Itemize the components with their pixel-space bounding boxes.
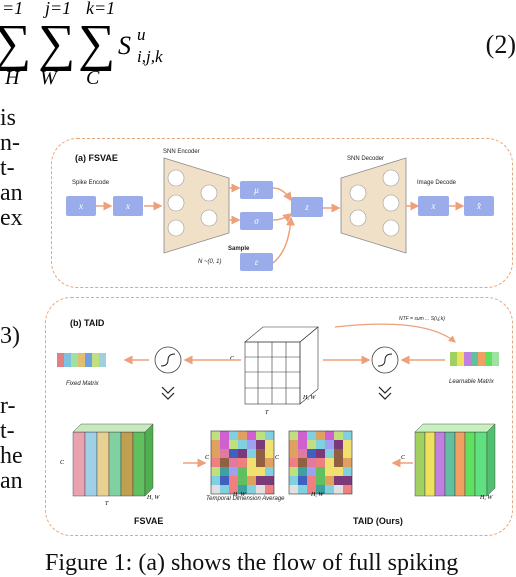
box-mu: μ — [240, 181, 273, 199]
down-chevron-icon — [378, 386, 392, 400]
down-chevron-icon — [161, 386, 175, 400]
figure-caption: Figure 1: (a) shows the flow of full spi… — [45, 550, 459, 576]
fixed-matrix-label: Fixed Matrix — [66, 381, 99, 387]
text-fragment: an — [0, 468, 23, 494]
svg-text:∑: ∑ — [78, 15, 115, 72]
taid-tensor — [414, 423, 496, 497]
text-fragment: he — [0, 443, 23, 469]
learnable-matrix-label: Learnable Matrix — [449, 379, 494, 385]
eq-sub: i,j,k — [137, 47, 163, 66]
ntf-formula: NTF = sum ... S(i,j,k) — [399, 316, 445, 322]
panel-a-title: (a) FSVAE — [75, 153, 118, 163]
normal-dist-label: N ~(0, 1) — [198, 259, 222, 265]
text-fragment: ex — [0, 205, 23, 231]
image-decode-label: Image Decode — [417, 180, 457, 186]
fsvae-tensor — [72, 423, 154, 497]
eq-index-j: j=1 — [43, 0, 71, 18]
text-fragment: is — [0, 105, 17, 131]
panel-b-title: (b) TAID — [70, 318, 105, 328]
text-fragment: t- — [0, 155, 15, 181]
eq-index-k: k=1 — [86, 0, 115, 18]
equation-graphic: =1 ∑ H j=1 ∑ W k=1 ∑ C S u i,j,k — [0, 0, 163, 89]
taid-average-grid — [288, 430, 353, 495]
svg-text:C: C — [205, 455, 210, 461]
svg-text:C: C — [230, 356, 235, 362]
box-x-1t: x — [113, 196, 143, 216]
box-sigma: σ — [240, 212, 273, 230]
taid-label: TAID (Ours) — [353, 516, 403, 526]
text-fragment: 3) — [0, 323, 20, 349]
panel-fsvae — [51, 138, 513, 288]
text-fragment: t- — [0, 418, 15, 444]
svg-text:H, W: H, W — [232, 492, 246, 498]
svg-text:∑: ∑ — [0, 15, 31, 72]
svg-text:C: C — [275, 455, 280, 461]
svg-text:T: T — [105, 501, 109, 507]
text-fragment: an — [0, 180, 23, 206]
eq-index-i: =1 — [2, 0, 23, 18]
eq-sup: u — [137, 25, 146, 44]
box-xhat: x̂ — [464, 196, 494, 216]
svg-text:H, W: H, W — [479, 495, 493, 501]
box-epsilon: ε — [240, 253, 273, 271]
eq-sub-c: C — [86, 67, 100, 89]
panel-taid — [45, 297, 513, 536]
svg-text:H, W: H, W — [146, 495, 160, 501]
fixed-matrix — [57, 353, 106, 367]
equation-number: (2) — [485, 30, 516, 59]
eq-sub-h: H — [4, 67, 21, 89]
svg-text:C: C — [60, 460, 65, 466]
svg-text:H, W: H, W — [302, 395, 316, 401]
sample-label: Sample — [228, 246, 250, 252]
svg-text:C: C — [401, 455, 406, 461]
learnable-matrix — [450, 352, 499, 366]
eq-term: S — [118, 31, 131, 60]
svg-text:T: T — [265, 410, 269, 416]
svg-text:H, W: H, W — [310, 492, 324, 498]
svg-text:∑: ∑ — [38, 15, 75, 72]
box-xhat-1t: x — [418, 196, 449, 216]
eq-sub-w: W — [40, 67, 59, 89]
equation-2: =1 ∑ H j=1 ∑ W k=1 ∑ C S u i,j,k — [0, 0, 516, 95]
text-fragment: n- — [0, 130, 20, 156]
fsvae-average-grid — [210, 430, 275, 495]
fsvae-label: FSVAE — [134, 516, 164, 526]
spike-tensor-cube — [244, 326, 319, 405]
snn-decoder-label: SNN Decoder — [347, 156, 385, 162]
text-fragment: r- — [0, 393, 16, 419]
spike-encode-label: Spike Encode — [72, 180, 110, 186]
box-x: x — [66, 196, 96, 216]
temporal-average-label: Temporal Dimension Average — [206, 496, 285, 502]
fsvae-diagram — [96, 157, 465, 264]
box-z: z — [291, 197, 323, 217]
taid-diagram: C T H, W C T H, W — [57, 323, 499, 507]
snn-encoder-label: SNN Encoder — [163, 149, 200, 155]
